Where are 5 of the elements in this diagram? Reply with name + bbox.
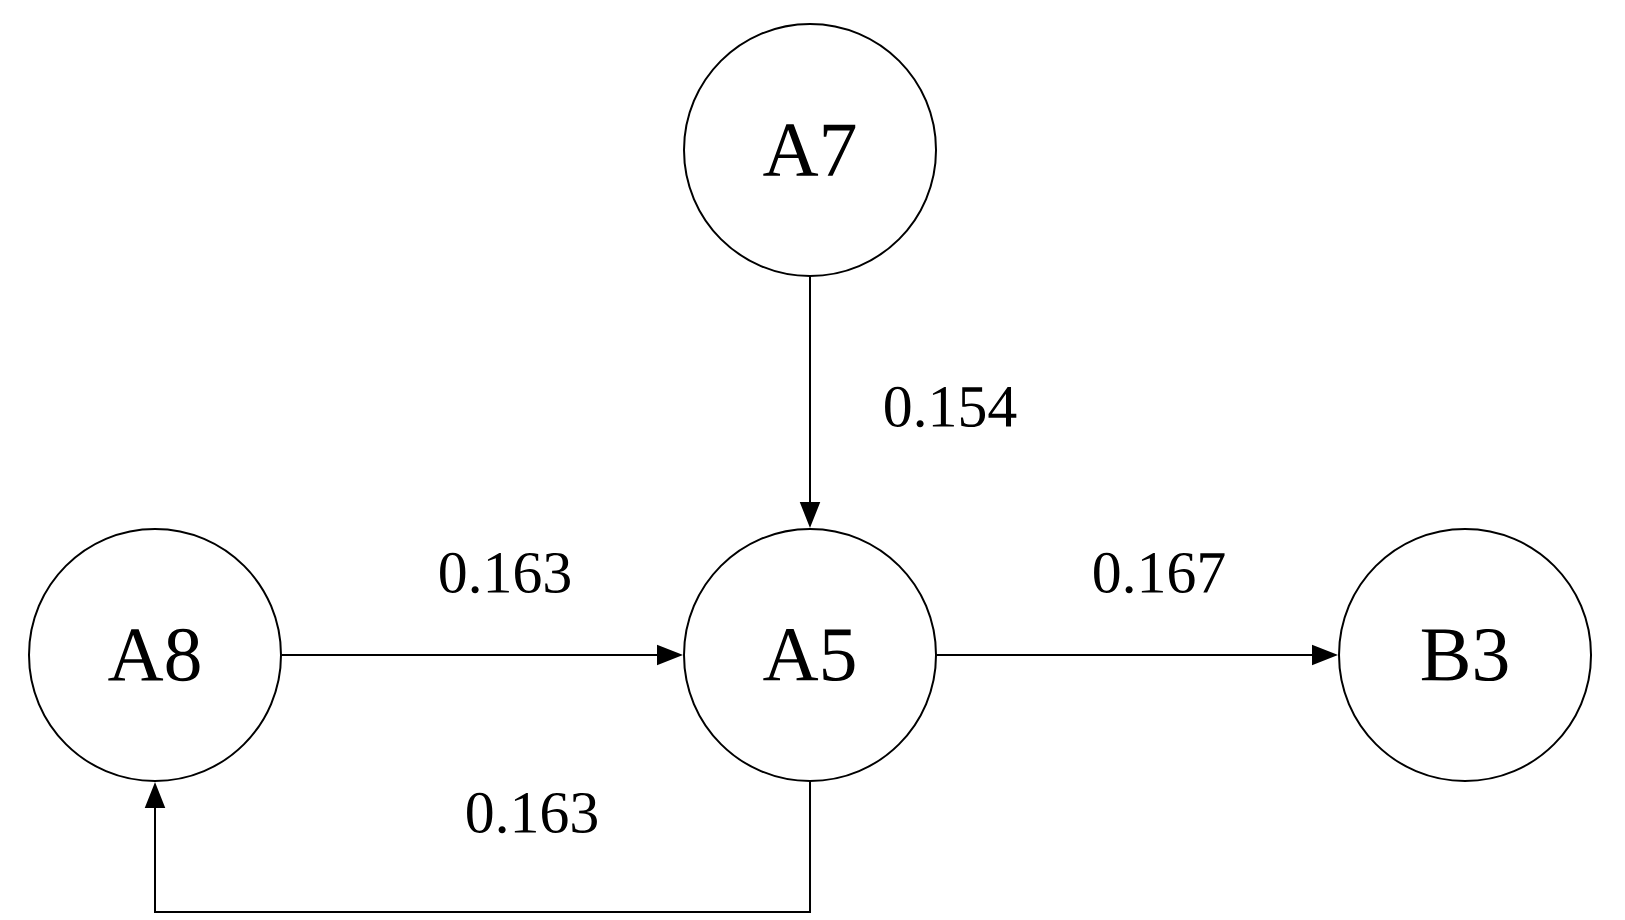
- edge-label: 0.163: [462, 790, 602, 836]
- edge-label: 0.154: [880, 384, 1020, 430]
- edge-label: 0.163: [435, 550, 575, 596]
- arrow: [144, 781, 811, 913]
- edge-label: 0.167: [1089, 550, 1229, 596]
